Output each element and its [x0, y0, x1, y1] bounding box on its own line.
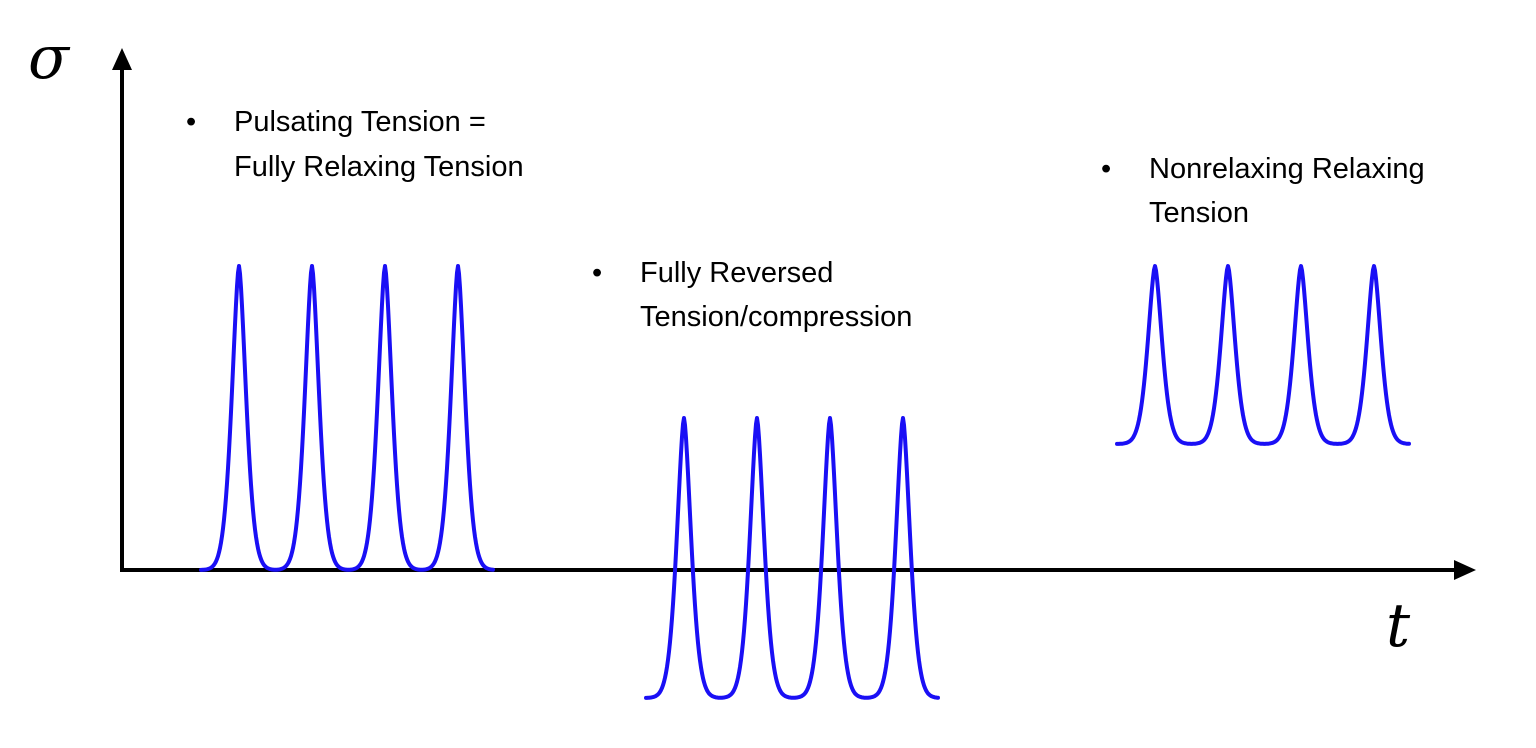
fully-reversed-wave — [644, 416, 940, 700]
label-line-2: Fully Relaxing Tension — [234, 151, 524, 183]
nonrelaxing-tension-label: • Nonrelaxing Relaxing Tension — [1101, 153, 1425, 229]
bullet-marker: • — [186, 106, 196, 138]
y-axis-arrowhead — [112, 48, 132, 70]
label-line-1: Fully Reversed — [640, 257, 833, 289]
y-axis-symbol: σ — [28, 23, 71, 93]
pulsating-tension-label: • Pulsating Tension = Fully Relaxing Ten… — [186, 106, 524, 183]
label-line-1: Pulsating Tension = — [234, 106, 486, 138]
x-axis-arrowhead — [1454, 560, 1476, 580]
bullet-marker: • — [592, 257, 602, 289]
fully-reversed-label: • Fully Reversed Tension/compression — [592, 257, 912, 333]
label-line-1: Nonrelaxing Relaxing — [1149, 153, 1425, 185]
x-axis-symbol: t — [1386, 591, 1411, 661]
pulsating-tension-wave — [199, 264, 495, 572]
label-line-2: Tension/compression — [640, 301, 912, 333]
nonrelaxing-tension-wave — [1115, 264, 1411, 446]
bullet-marker: • — [1101, 153, 1111, 185]
label-line-2: Tension — [1149, 197, 1249, 229]
